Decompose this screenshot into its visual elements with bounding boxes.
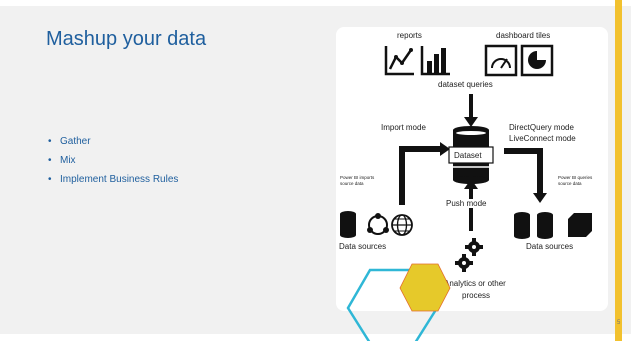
directquery-mode-label: DirectQuery mode: [509, 123, 574, 132]
process-label: process: [462, 291, 491, 300]
left-data-source-icons: [340, 211, 413, 238]
power-bi-data-flow-diagram: reports dashboard tiles: [336, 27, 608, 311]
page-number: 5: [617, 320, 621, 326]
database-icon: [340, 211, 356, 238]
top-strip: [0, 0, 631, 6]
liveconnect-mode-label: LiveConnect mode: [509, 134, 576, 143]
hexagon-filled: [399, 263, 451, 312]
reports-label: reports: [397, 31, 422, 40]
report-icons: [384, 46, 450, 76]
decorative-hexagons: [346, 263, 451, 341]
globe-icon: [391, 214, 413, 236]
dashboard-tile-icons: [484, 44, 554, 77]
line-chart-icon: [384, 46, 414, 76]
accent-bar: [615, 0, 622, 341]
bullet-item: •Mix: [48, 155, 76, 166]
dataset-cylinder-icon: [448, 126, 494, 184]
data-sources-right-label: Data sources: [526, 242, 574, 251]
dataset-label: Dataset: [454, 151, 482, 160]
flow-arrows: [399, 94, 547, 231]
import-mode-label: Import mode: [381, 123, 426, 132]
bullet-list: •Gather •Mix •Implement Business Rules: [48, 132, 178, 189]
bullet-item: •Implement Business Rules: [48, 174, 179, 185]
gauge-icon: [484, 44, 518, 77]
dashboard-tiles-label: dashboard tiles: [496, 31, 551, 40]
dataset-queries-label: dataset queries: [438, 80, 493, 89]
cube-icon: [568, 213, 592, 237]
right-data-source-icons: [514, 212, 592, 239]
analytics-label: Analytics or other: [444, 279, 506, 288]
pie-tile-icon: [520, 44, 554, 77]
bar-chart-icon: [420, 46, 450, 76]
refresh-cycle-icon: [367, 213, 389, 235]
data-sources-left-label: Data sources: [339, 242, 387, 251]
database-icon: [537, 212, 553, 239]
slide-title: Mashup your data: [46, 28, 207, 50]
bullet-item: •Gather: [48, 136, 91, 147]
bottom-strip: [0, 334, 631, 341]
database-icon: [514, 212, 530, 239]
push-mode-label: Push mode: [445, 199, 488, 208]
gears-icon: [455, 238, 483, 272]
